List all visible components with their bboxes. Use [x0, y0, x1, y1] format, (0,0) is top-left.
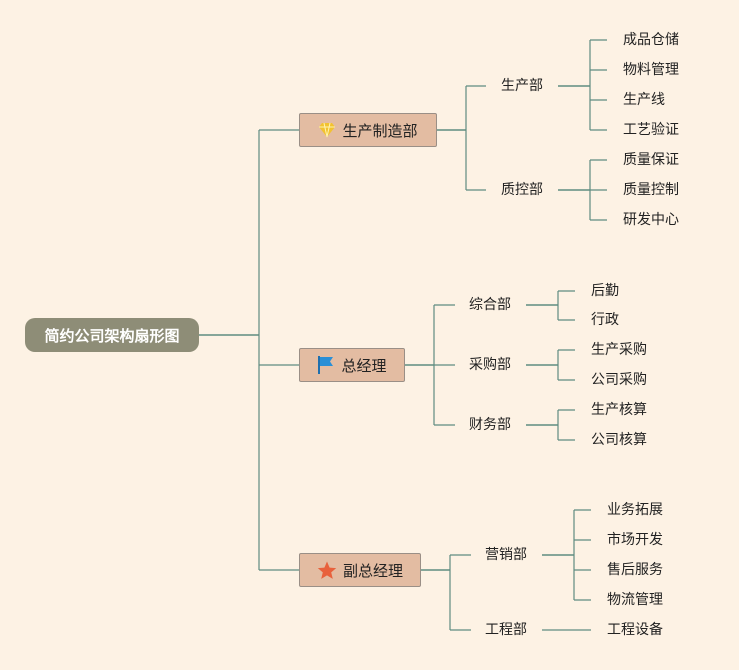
leaf-item[interactable]: 后勤 [591, 283, 619, 299]
department-production[interactable]: 生产部 [501, 78, 543, 94]
branch-node-production[interactable]: 生产制造部 [299, 113, 437, 147]
leaf-item[interactable]: 工艺验证 [623, 122, 679, 138]
leaf-item[interactable]: 业务拓展 [607, 502, 663, 518]
department-finance[interactable]: 财务部 [469, 417, 511, 433]
department-general-affairs[interactable]: 综合部 [469, 297, 511, 313]
leaf-item[interactable]: 生产线 [623, 92, 665, 108]
leaf-item[interactable]: 成品仓储 [623, 32, 679, 48]
department-marketing[interactable]: 营销部 [485, 547, 527, 563]
leaf-item[interactable]: 生产采购 [591, 342, 647, 358]
branch-label: 总经理 [341, 356, 387, 375]
department-quality-control[interactable]: 质控部 [501, 182, 543, 198]
leaf-item[interactable]: 研发中心 [623, 212, 679, 228]
leaf-item[interactable]: 售后服务 [607, 562, 663, 578]
star-icon [317, 561, 337, 580]
leaf-item[interactable]: 生产核算 [591, 402, 647, 418]
leaf-item[interactable]: 质量控制 [623, 182, 679, 198]
department-engineering[interactable]: 工程部 [485, 622, 527, 638]
branch-node-general-manager[interactable]: 总经理 [299, 348, 405, 382]
leaf-item[interactable]: 公司核算 [591, 432, 647, 448]
leaf-item[interactable]: 工程设备 [607, 622, 663, 638]
root-node[interactable]: 简约公司架构扇形图 [25, 318, 199, 352]
flag-icon [317, 355, 335, 375]
branch-label: 生产制造部 [342, 121, 418, 140]
leaf-item[interactable]: 公司采购 [591, 372, 647, 388]
leaf-item[interactable]: 物料管理 [623, 62, 679, 78]
gem-icon [318, 122, 336, 138]
leaf-item[interactable]: 物流管理 [607, 592, 663, 608]
department-purchasing[interactable]: 采购部 [469, 357, 511, 373]
leaf-item[interactable]: 质量保证 [623, 152, 679, 168]
branch-node-deputy-manager[interactable]: 副总经理 [299, 553, 421, 587]
leaf-item[interactable]: 市场开发 [607, 532, 663, 548]
branch-label: 副总经理 [342, 561, 403, 580]
leaf-item[interactable]: 行政 [591, 312, 619, 328]
